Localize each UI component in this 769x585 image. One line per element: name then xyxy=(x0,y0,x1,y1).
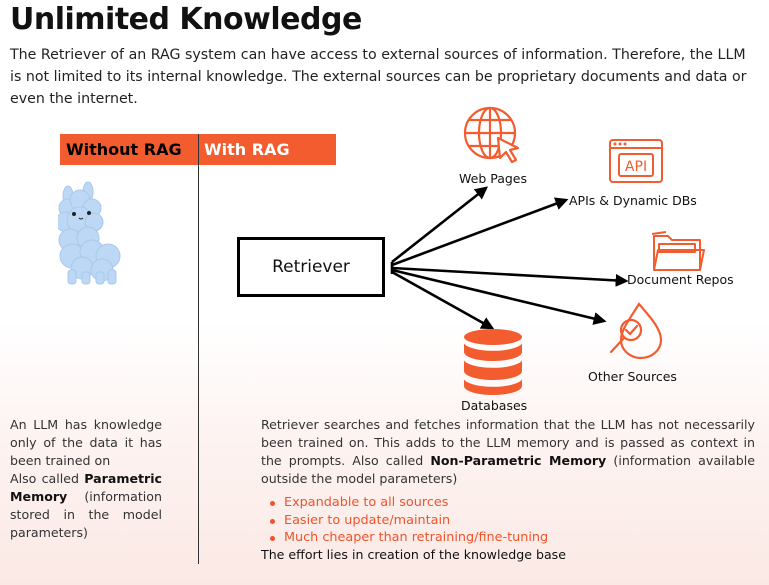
benefits-list: Expandable to all sources Easier to upda… xyxy=(268,494,548,547)
parametric-memory-term: Parametric Memory xyxy=(10,471,162,504)
with-rag-description: Retriever searches and fetches informati… xyxy=(261,416,755,488)
folder-icon xyxy=(651,231,705,271)
knowledge-base-note: The effort lies in creation of the knowl… xyxy=(261,547,566,562)
api-icon-text: API xyxy=(625,159,647,175)
tab-with-rag: With RAG xyxy=(199,134,336,165)
intro-paragraph: The Retriever of an RAG system can have … xyxy=(10,47,747,107)
databases-label: Databases xyxy=(461,398,528,413)
parametric-suffix: (information stored in the model paramet… xyxy=(10,489,162,540)
tab-without-rag: Without RAG xyxy=(60,134,198,165)
api-icon: API xyxy=(609,139,663,183)
other-sources-icon xyxy=(609,302,663,360)
retriever-box: Retriever xyxy=(237,237,385,297)
database-icon xyxy=(463,329,523,395)
llama-icon xyxy=(58,181,121,285)
other-sources-label: Other Sources xyxy=(588,369,677,384)
without-rag-text: An LLM has knowledge only of the data it… xyxy=(10,417,162,468)
non-parametric-suffix: (information available outside the model… xyxy=(261,453,755,486)
without-rag-description: An LLM has knowledge only of the data it… xyxy=(10,416,162,542)
list-item: Expandable to all sources xyxy=(268,494,548,512)
list-item: Easier to update/maintain xyxy=(268,512,548,530)
page-title: Unlimited Knowledge xyxy=(10,2,362,37)
non-parametric-memory-term: Non-Parametric Memory xyxy=(430,453,607,468)
column-divider xyxy=(198,134,199,564)
document-repos-label: Document Repos xyxy=(627,272,734,287)
web-pages-label: Web Pages xyxy=(459,171,527,186)
parametric-prefix: Also called xyxy=(10,471,85,486)
with-rag-text: Retriever searches and fetches informati… xyxy=(261,417,755,468)
list-item: Much cheaper than retraining/fine-tuning xyxy=(268,529,548,547)
web-pages-icon xyxy=(463,106,520,164)
apis-label: APIs & Dynamic DBs xyxy=(569,193,697,208)
